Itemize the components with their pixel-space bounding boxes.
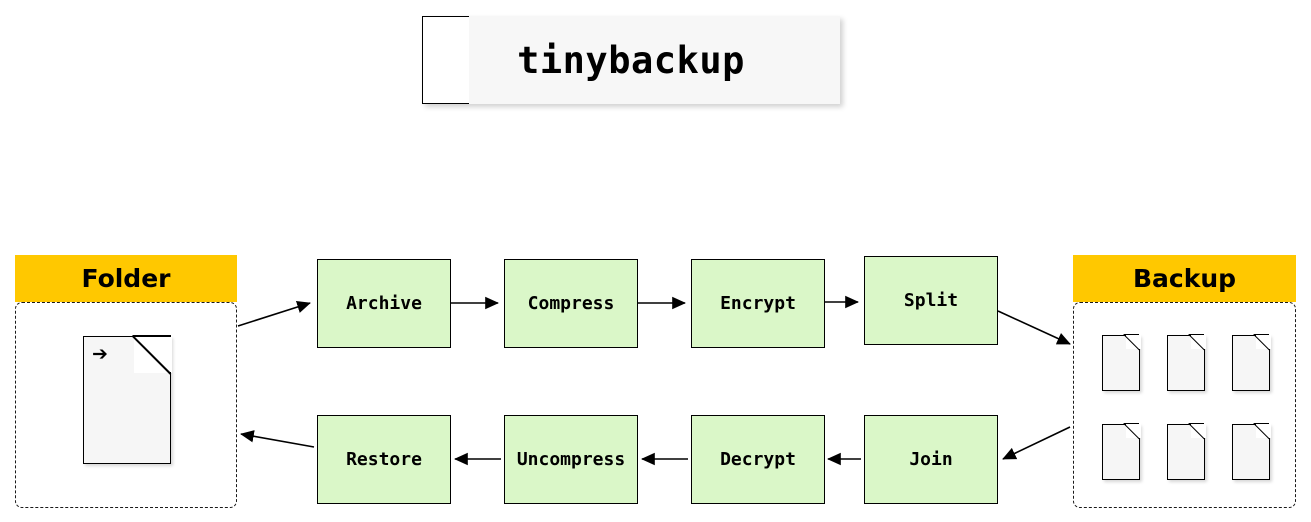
process-box-decrypt[interactable]: Decrypt — [691, 415, 825, 504]
folder-group: Folder ➔ — [15, 255, 237, 508]
backup-group: Backup — [1073, 255, 1296, 508]
process-box-split[interactable]: Split — [864, 256, 998, 345]
document-arrow-icon: ➔ — [92, 343, 108, 365]
backup-group-header: Backup — [1073, 255, 1296, 302]
backup-file-5-fold-top — [1189, 423, 1204, 425]
folder-document-fold — [134, 335, 172, 373]
backup-file-3-fold — [1256, 334, 1271, 349]
backup-file-5-fold — [1191, 423, 1206, 438]
arrow-folder-to-archive — [237, 300, 311, 327]
folder-group-header: Folder — [15, 255, 237, 302]
process-box-join[interactable]: Join — [864, 415, 998, 504]
title-card-tab — [422, 16, 469, 104]
backup-file-6 — [1232, 423, 1271, 480]
arrow-restore-to-folder — [240, 430, 315, 448]
backup-group-body — [1073, 302, 1296, 508]
backup-file-1-fold — [1126, 334, 1141, 349]
backup-file-6-body — [1232, 424, 1270, 480]
backup-file-2-fold — [1191, 334, 1206, 349]
process-box-encrypt[interactable]: Encrypt — [691, 259, 825, 348]
process-box-uncompress[interactable]: Uncompress — [504, 415, 638, 504]
backup-file-1 — [1102, 334, 1141, 391]
folder-document-fold-top — [133, 335, 171, 337]
backup-file-2-fold-top — [1189, 334, 1204, 336]
backup-file-3-fold-top — [1254, 334, 1269, 336]
backup-file-6-fold-top — [1254, 423, 1269, 425]
folder-group-body: ➔ — [15, 302, 237, 508]
backup-file-4-fold — [1126, 423, 1141, 438]
title-card-shadow — [422, 16, 840, 104]
arrow-split-to-backup — [997, 310, 1071, 345]
backup-file-5 — [1167, 423, 1206, 480]
backup-file-4 — [1102, 423, 1141, 480]
process-box-restore[interactable]: Restore — [317, 415, 451, 504]
backup-file-2 — [1167, 334, 1206, 391]
process-box-archive[interactable]: Archive — [317, 259, 451, 348]
arrow-backup-to-join — [1002, 426, 1071, 460]
backup-file-6-fold — [1256, 423, 1271, 438]
backup-file-3-body — [1232, 335, 1270, 391]
process-box-compress[interactable]: Compress — [504, 259, 638, 348]
backup-file-3 — [1232, 334, 1271, 391]
backup-file-1-fold-top — [1124, 334, 1139, 336]
page-title: tinybackup — [517, 38, 745, 82]
backup-file-4-fold-top — [1124, 423, 1139, 425]
folder-document-fold-edge — [169, 372, 171, 374]
folder-document: ➔ — [83, 335, 172, 464]
